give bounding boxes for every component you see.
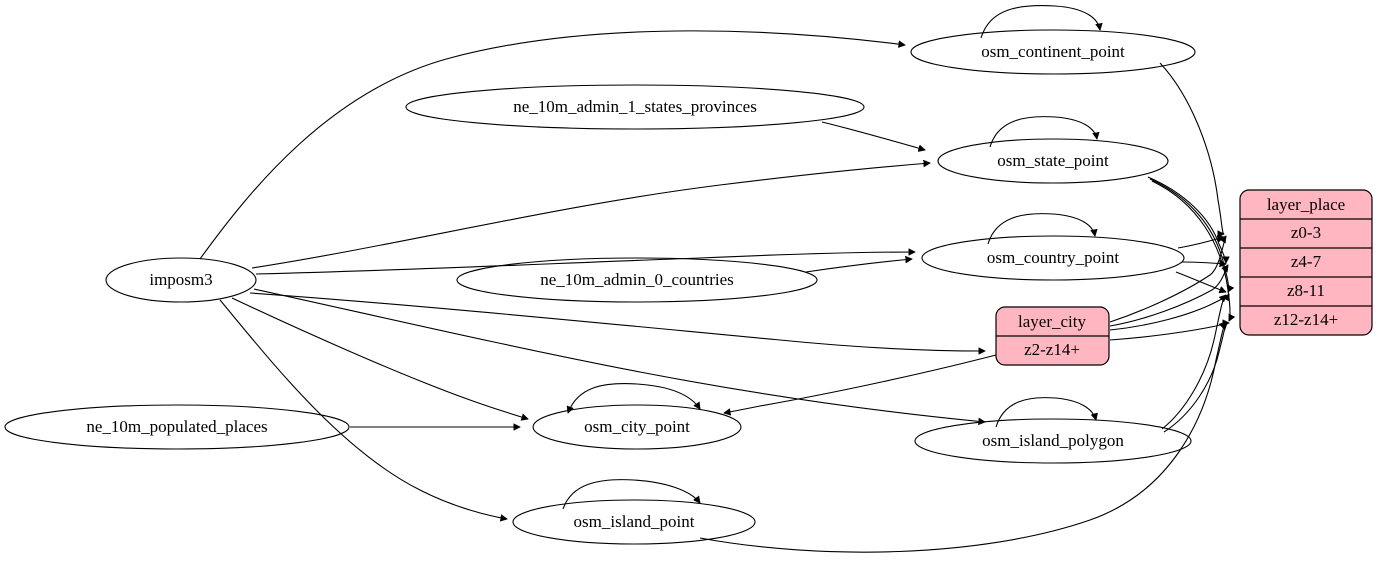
node-label-osm-island-polygon: osm_island_polygon: [982, 431, 1124, 450]
node-osm-island-polygon[interactable]: osm_island_polygon: [914, 418, 1192, 464]
node-ne-10m-populated-places[interactable]: ne_10m_populated_places: [4, 404, 350, 450]
record-row-layer-place-z0-3[interactable]: z0-3: [1291, 223, 1321, 242]
edge-osm-country-point-to-layer-place-z4-7: [1181, 262, 1226, 264]
edge-self-loop-osm-island-point: [562, 479, 700, 510]
edge-self-loop-osm-city-point: [568, 383, 700, 413]
node-label-osm-continent-point: osm_continent_point: [981, 42, 1125, 61]
record-row-layer-place-z8-11[interactable]: z8-11: [1287, 281, 1325, 300]
edge-layer-city-to-layer-place-z8-11: [1109, 294, 1230, 331]
node-osm-continent-point[interactable]: osm_continent_point: [910, 29, 1196, 75]
node-osm-country-point[interactable]: osm_country_point: [921, 235, 1185, 281]
edge-self-loop-osm-country-point: [987, 213, 1095, 245]
record-title-layer-place: layer_place: [1267, 195, 1345, 214]
record-row-layer-place-z12-z14[interactable]: z12-z14+: [1274, 310, 1338, 329]
edge-ne-countries-to-osm-country-point: [805, 259, 912, 273]
record-node-layer-place[interactable]: layer_place z0-3 z4-7 z8-11 z12-z14+: [1239, 189, 1373, 336]
record-layer: layer_place z0-3 z4-7 z8-11 z12-z14+ lay…: [995, 189, 1373, 366]
edge-osm-state-point-to-layer-place-z4-7: [1147, 176, 1226, 263]
edge-layer-city-to-layer-place-z4-7: [1109, 265, 1228, 327]
record-row-layer-city-z2-z14[interactable]: z2-z14+: [1024, 340, 1080, 359]
record-title-layer-city: layer_city: [1018, 312, 1086, 331]
edge-osm-continent-point-to-layer-place-z0-3: [1159, 62, 1224, 234]
edge-imposm3-to-osm-island-point: [219, 299, 507, 519]
record-row-layer-place-z4-7[interactable]: z4-7: [1291, 252, 1322, 271]
node-label-imposm3: imposm3: [149, 270, 212, 289]
edge-layer-city-to-osm-city-point: [724, 354, 997, 413]
edge-imposm3-to-osm-city-point: [231, 297, 528, 419]
edge-osm-island-polygon-to-layer-place-z8-11: [1161, 295, 1226, 430]
node-osm-city-point[interactable]: osm_city_point: [532, 404, 742, 450]
node-label-osm-state-point: osm_state_point: [997, 151, 1109, 170]
edge-imposm3-to-layer-city: [249, 292, 985, 351]
edge-imposm3-to-osm-island-polygon: [253, 288, 985, 422]
node-ne-10m-admin-0-countries[interactable]: ne_10m_admin_0_countries: [456, 257, 818, 303]
node-label-ne-countries: ne_10m_admin_0_countries: [540, 270, 734, 289]
record-node-layer-city[interactable]: layer_city z2-z14+: [995, 306, 1110, 366]
edge-self-loop-osm-state-point: [989, 116, 1097, 148]
node-osm-island-point[interactable]: osm_island_point: [512, 499, 756, 545]
edge-layer: [199, 5, 1230, 553]
edge-self-loop-osm-continent-point: [980, 5, 1100, 39]
node-label-ne-populated: ne_10m_populated_places: [86, 417, 267, 436]
edge-layer-city-to-layer-place-z12-z14: [1109, 323, 1229, 341]
node-label-ne-states: ne_10m_admin_1_states_provinces: [513, 97, 757, 116]
node-imposm3[interactable]: imposm3: [105, 257, 257, 303]
edge-imposm3-to-osm-state-point: [251, 163, 930, 269]
edge-osm-country-point-to-layer-place-z0-3: [1177, 237, 1224, 249]
edge-osm-country-point-to-layer-place-z8-11: [1175, 271, 1226, 292]
edge-imposm3-to-osm-country-point: [255, 252, 915, 275]
edge-osm-state-point-to-layer-place-z12-z14: [1151, 180, 1230, 321]
node-label-osm-city-point: osm_city_point: [584, 417, 690, 436]
edge-osm-state-point-to-layer-place-z8-11: [1149, 178, 1229, 292]
edge-layer-city-to-layer-place-z0-3: [1109, 236, 1226, 323]
node-layer: imposm3 ne_10m_admin_1_states_provinces …: [4, 29, 1196, 545]
edge-ne-states-to-osm-state-point: [821, 121, 925, 150]
node-osm-state-point[interactable]: osm_state_point: [937, 138, 1169, 184]
node-label-osm-island-point: osm_island_point: [574, 512, 695, 531]
edge-self-loop-osm-island-polygon: [995, 397, 1096, 428]
node-ne-10m-admin-1-states-provinces[interactable]: ne_10m_admin_1_states_provinces: [405, 84, 865, 130]
edge-imposm3-to-osm-continent-point: [199, 30, 905, 260]
edge-osm-island-point-to-layer-place-z12-z14: [699, 322, 1226, 553]
node-label-osm-country-point: osm_country_point: [987, 248, 1119, 267]
edge-osm-island-polygon-to-layer-place-z12-z14: [1163, 323, 1227, 433]
